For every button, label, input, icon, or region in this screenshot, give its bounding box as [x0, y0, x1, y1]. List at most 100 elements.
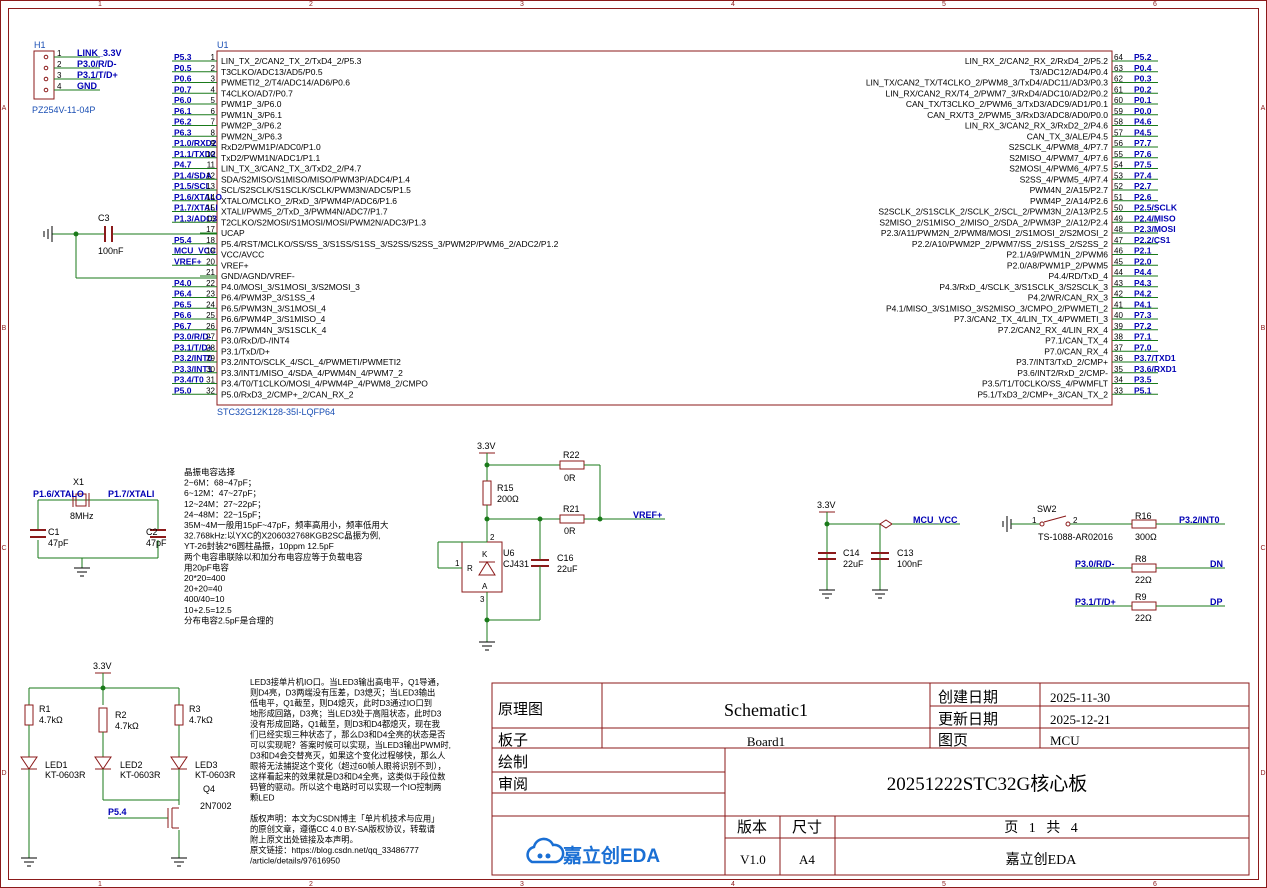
- u1-right-pin-net: P3.6/RXD1: [1134, 364, 1177, 374]
- tb-label-updated: 更新日期: [938, 711, 998, 728]
- u1-left-pin-net: P3.4/T0: [174, 375, 204, 385]
- u1-right-pin-number: 37: [1114, 343, 1123, 352]
- u1-right-pin-net: P7.1: [1134, 332, 1152, 342]
- u1-value: STC32G12K128-35I-LQFP64: [217, 407, 335, 417]
- h1-pin-dot: [43, 65, 49, 71]
- h1-pin-net: P3.1/T/D+: [77, 70, 118, 80]
- led-note-line: D3和D4会交替亮灭，如果这个变化过程够快，那么人: [250, 751, 445, 761]
- u6-pin-r: R: [467, 564, 473, 573]
- crystal-note-line: 分布电容2.5pF是合理的: [184, 615, 274, 625]
- u1-left-pin-name: TxD2/PWM1N/ADC1/P1.1: [221, 153, 320, 163]
- u1-right-pin-net: P0.3: [1134, 74, 1152, 84]
- u1-right-pin-net: P0.4: [1134, 63, 1152, 73]
- u1-left-pin-name: P3.3/INT1/MISO_4/SDA_4/PWM4N_4/PWM7_2: [221, 368, 403, 378]
- vref-supply: 3.3V: [477, 441, 496, 451]
- c2-ref: C2: [146, 527, 158, 537]
- u1-left-pin-name: PWM1P_3/P6.0: [221, 99, 282, 109]
- u1-left-pin-net: P3.1/T/D+: [174, 342, 213, 352]
- u1-left-pin-net: P1.6/XTALO: [174, 192, 222, 202]
- u1-right-pin-name: S2SCLK_2/S1SCLK_2/SCLK_2/SCL_2/PWM3N_2/A…: [878, 207, 1108, 217]
- u1-right-pin-name: P2.2/A10/PWM2P_2/PWM7/SS_2/S1SS_2/S2SS_2: [912, 239, 1108, 249]
- u1-right-pin-net: P4.4: [1134, 267, 1152, 277]
- u1-right-pin-net: P2.0: [1134, 256, 1152, 266]
- u1-right-pin-name: S2MISO_2/S1MISO_2/MISO_2/SDA_2/PWM3P_2/A…: [879, 217, 1108, 227]
- u1-left-pin-number: 25: [206, 311, 215, 320]
- u1-left-pin-net: P1.4/SDA: [174, 170, 212, 180]
- c3-ref: C3: [98, 213, 110, 223]
- u1-right-pin-net: P7.5: [1134, 160, 1152, 170]
- led-circuit: [20, 672, 188, 867]
- u1-left-pin-net: P6.6: [174, 310, 192, 320]
- u1-left-pin-number: 20: [206, 257, 215, 266]
- u1-right-pin-number: 36: [1114, 354, 1123, 363]
- r8-ref: R8: [1135, 554, 1147, 564]
- u1-left-pin-number: 19: [206, 247, 215, 256]
- u1-right-pin-number: 39: [1114, 322, 1123, 331]
- r15-ref: R15: [497, 483, 514, 493]
- led-note-line: 则D4亮，D3两端没有压差，D3熄灭；当LED3输出: [250, 688, 435, 698]
- tb-label-version: 版本: [737, 819, 767, 836]
- c1-ref: C1: [48, 527, 60, 537]
- tb-label-page: 图页: [938, 732, 968, 749]
- u1-left-pin-number: 24: [206, 300, 215, 309]
- u1-left-pin-net: P5.0: [174, 385, 192, 395]
- cloud-icon: [526, 837, 565, 864]
- u1-left-pin-net: P5.4: [174, 235, 192, 245]
- dp-net: DP: [1210, 597, 1223, 607]
- u1-left-pin-name: T4CLKO/AD7/P0.7: [221, 88, 293, 98]
- u1-left-pin-number: 6: [211, 107, 216, 116]
- u1-left-pin-net: MCU_VCC: [174, 246, 216, 256]
- crystal-note-line: 6~12M：47~27pF；: [184, 488, 261, 498]
- u1-left-pin-net: P1.3/ADC3: [174, 213, 217, 223]
- u1-right-pin-net: P4.3: [1134, 278, 1152, 288]
- u1-left-pin-name: P6.6/PWM4P_3/S1MISO_4: [221, 314, 326, 324]
- u1-left-pin-name: P4.0/MOSI_3/S1MOSI_3/S2MOSI_3: [221, 282, 360, 292]
- u1-right-pin-name: LIN_RX_2/CAN2_RX_2/RxD4_2/P5.2: [965, 56, 1108, 66]
- u1-left-pin-number: 27: [206, 333, 215, 342]
- tb-label-size: 尺寸: [792, 819, 822, 836]
- u1-left-pin-net: P4.0: [174, 278, 192, 288]
- u1-left-pin-name: LIN_TX_3/CAN2_TX_3/TxD2_2/P4.7: [221, 164, 362, 174]
- crystal-note-line: 24~48M：22~15pF；: [184, 509, 266, 519]
- u1-right-pin-name: S2MISO_4/PWM7_4/P7.6: [1009, 153, 1108, 163]
- r22-value: 0R: [564, 473, 576, 483]
- crystal-note-line: 20*20=400: [184, 573, 226, 583]
- h1-pin-net: LINK_3.3V: [77, 48, 122, 58]
- h1-value: PZ254V-11-04P: [32, 105, 95, 115]
- h1-pin-dot: [43, 87, 49, 93]
- frame-col-bottom: 5: [942, 881, 946, 888]
- u1-left-pin-net: P6.3: [174, 127, 192, 137]
- frame-col-top: 3: [520, 1, 524, 8]
- u6-pin-a: A: [482, 582, 488, 591]
- u1-right-pin-net: P5.1: [1134, 385, 1152, 395]
- u1-left-pin-number: 15: [206, 204, 215, 213]
- u1-left-pin-name: GND/AGND/VREF-: [221, 271, 295, 281]
- u1-left-pin-net: P0.7: [174, 84, 192, 94]
- crystal-note-line: 20+20=40: [184, 584, 223, 594]
- u1-left-pin-net: P6.1: [174, 106, 192, 116]
- frame-col-top: 6: [1153, 1, 1157, 8]
- u1-left-pin-net: P6.5: [174, 299, 192, 309]
- u1-right-pin-number: 44: [1114, 268, 1123, 277]
- h1-pin-number: 1: [57, 49, 62, 58]
- u1-left-pin-number: 13: [206, 182, 215, 191]
- u1-right-pin-net: P5.2: [1134, 52, 1152, 62]
- u1-right-pin-name: CAN_TX_3/ALE/P4.5: [1027, 131, 1109, 141]
- usb-resistors: [1075, 563, 1225, 611]
- led1-ref: LED1: [45, 760, 68, 770]
- u1-right-pin-name: LIN_RX_3/CAN2_RX_3/RxD2_2/P4.6: [965, 121, 1108, 131]
- led2-value: KT-0603R: [120, 770, 161, 780]
- tb-page-count: 页 1 共 4: [1004, 820, 1078, 836]
- u1-left-pin-name: XTALI/PWM5_2/TxD_3/PWM4N/ADC7/P1.7: [221, 207, 388, 217]
- u1-right-pin-number: 59: [1114, 107, 1123, 116]
- u1-left-pin-number: 22: [206, 279, 215, 288]
- u1-right-pin-name: P4.2/WR/CAN_RX_3: [1028, 293, 1109, 303]
- u6-ref: U6: [503, 548, 515, 558]
- led-note-line: 版权声明：本文为CSDN博主「单片机技术与应用」: [250, 814, 439, 824]
- u1-left-pin-number: 4: [211, 85, 216, 94]
- u1-left-pin-name: VCC/AVCC: [221, 250, 264, 260]
- logo-text: 嘉立创EDA: [562, 844, 660, 867]
